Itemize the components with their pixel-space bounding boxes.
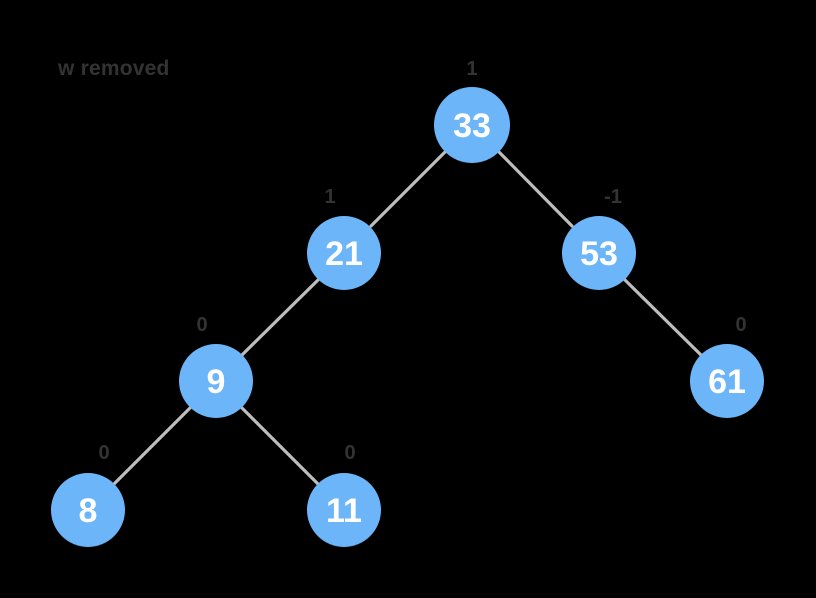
balance-factor-label: 1 [466,58,477,80]
balance-factor-label: 1 [324,186,335,208]
tree-node-61[interactable]: 0 61 [690,314,764,418]
balance-factor-label: 0 [344,442,355,464]
node-value-label: 8 [79,492,98,530]
tree-node-11[interactable]: 0 11 [307,442,381,547]
node-value-label: 33 [453,107,491,145]
tree-node-33[interactable]: 1 33 [434,58,510,163]
tree-edge [240,278,320,357]
balance-factor-label: 0 [196,314,207,336]
node-circle[interactable] [434,87,510,163]
node-value-label: 21 [325,235,363,273]
tree-node-53[interactable]: -1 53 [562,186,636,290]
tree-edge [112,406,192,486]
tree-edge [623,278,703,357]
tree-node-8[interactable]: 08 [51,442,125,547]
tree-edge [240,406,320,486]
balance-factor-label: -1 [604,186,622,208]
node-circle[interactable] [179,344,253,418]
tree-edges [112,150,703,486]
balance-factor-label: 0 [735,314,746,336]
node-circle[interactable] [51,473,125,547]
node-circle[interactable] [562,216,636,290]
tree-node-21[interactable]: 1 21 [307,186,381,290]
node-circle[interactable] [307,216,381,290]
balance-factor-label: 0 [98,442,109,464]
tree-edge [369,150,447,228]
node-circle[interactable] [690,344,764,418]
tree-edge [497,150,574,228]
node-value-label: 11 [326,492,362,530]
status-caption: w removed [58,57,170,80]
node-value-label: 9 [207,363,226,401]
node-value-label: 61 [708,363,746,401]
node-value-label: 53 [580,235,618,273]
tree-node-9[interactable]: 09 [179,314,253,418]
node-circle[interactable] [307,473,381,547]
